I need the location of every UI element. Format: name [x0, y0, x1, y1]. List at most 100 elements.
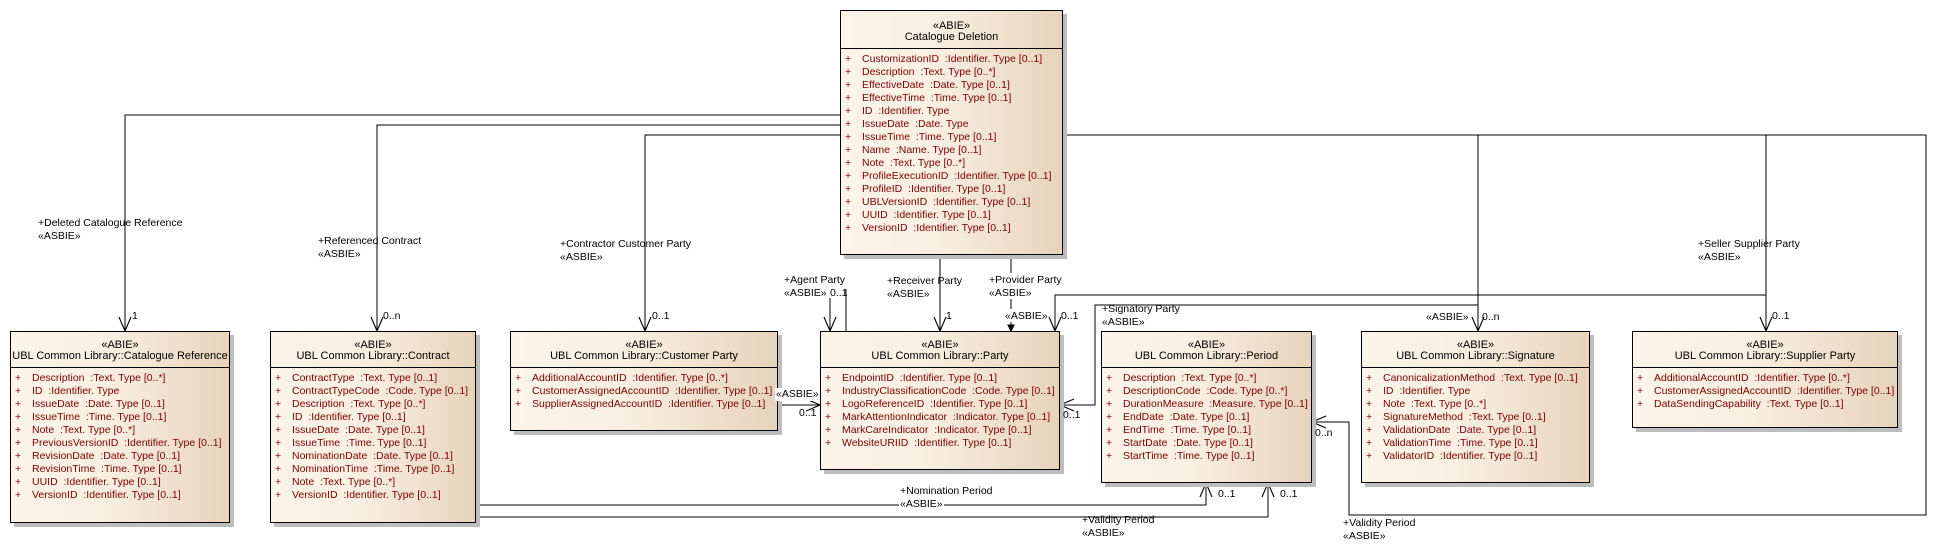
attribute-row[interactable]: +Note :Text. Type [0..*]	[271, 476, 475, 489]
connector-signature[interactable]	[1062, 134, 1485, 333]
attribute-row[interactable]: +PreviousVersionID :Identifier. Type [0.…	[11, 437, 229, 450]
attribute-row[interactable]: +VersionID :Identifier. Type [0..1]	[271, 489, 475, 502]
attribute-row[interactable]: +EndpointID :Identifier. Type [0..1]	[821, 372, 1059, 385]
attribute-row[interactable]: +MarkAttentionIndicator :Indicator. Type…	[821, 411, 1059, 424]
attribute-row[interactable]: +NominationDate :Date. Type [0..1]	[271, 450, 475, 463]
attribute-row[interactable]: +ValidatorID :Identifier. Type [0..1]	[1362, 450, 1589, 463]
class-catalogue-deletion[interactable]: «ABIE» Catalogue Deletion +Customization…	[840, 10, 1063, 255]
attribute-row[interactable]: +ID :Identifier. Type	[11, 385, 229, 398]
attribute-row[interactable]: +IssueDate :Date. Type [0..1]	[11, 398, 229, 411]
attribute-row[interactable]: +SupplierAssignedAccountID :Identifier. …	[511, 398, 777, 411]
connector-contract-validity-period[interactable]	[476, 481, 1275, 518]
attribute-row[interactable]: +Note :Text. Type [0..*]	[1362, 398, 1589, 411]
attribute-row[interactable]: +CustomerAssignedAccountID :Identifier. …	[1633, 385, 1897, 398]
attribute-row[interactable]: +IssueTime :Time. Type [0..1]	[841, 131, 1062, 144]
attribute-signature: IssueTime :Time. Type [0..1]	[292, 437, 427, 449]
attribute-row[interactable]: +IndustryClassificationCode :Code. Type …	[821, 385, 1059, 398]
class-customer-party[interactable]: «ABIE» UBL Common Library::Customer Part…	[510, 331, 778, 431]
attribute-row[interactable]: +IssueTime :Time. Type [0..1]	[271, 437, 475, 450]
public-visibility-icon: +	[275, 411, 282, 423]
public-visibility-icon: +	[1366, 372, 1373, 384]
class-signature[interactable]: «ABIE» UBL Common Library::Signature +Ca…	[1361, 331, 1590, 483]
attribute-row[interactable]: +CanonicalizationMethod :Text. Type [0..…	[1362, 372, 1589, 385]
attribute-row[interactable]: +SignatureMethod :Text. Type [0..1]	[1362, 411, 1589, 424]
attribute-row[interactable]: +Description :Text. Type [0..*]	[11, 372, 229, 385]
attribute-row[interactable]: +IssueDate :Date. Type	[841, 118, 1062, 131]
attribute-row[interactable]: +EndDate :Date. Type [0..1]	[1102, 411, 1311, 424]
connector-deleted-catalogue-reference[interactable]	[118, 114, 840, 333]
class-stereotype: «ABIE»	[932, 20, 971, 32]
attribute-row[interactable]: +Description :Text. Type [0..*]	[841, 66, 1062, 79]
attribute-signature: VersionID :Identifier. Type [0..1]	[292, 489, 441, 501]
attribute-row[interactable]: +CustomizationID :Identifier. Type [0..1…	[841, 53, 1062, 66]
attribute-row[interactable]: +StartDate :Date. Type [0..1]	[1102, 437, 1311, 450]
attribute-row[interactable]: +UUID :Identifier. Type [0..1]	[841, 209, 1062, 222]
attribute-row[interactable]: +ProfileExecutionID :Identifier. Type [0…	[841, 170, 1062, 183]
connector-contract-nomination-period[interactable]	[476, 481, 1213, 506]
class-period[interactable]: «ABIE» UBL Common Library::Period +Descr…	[1101, 331, 1312, 483]
attribute-row[interactable]: +ProfileID :Identifier. Type [0..1]	[841, 183, 1062, 196]
public-visibility-icon: +	[15, 437, 22, 449]
attribute-row[interactable]: +Note :Text. Type [0..*]	[841, 157, 1062, 170]
attribute-row[interactable]: +ContractType :Text. Type [0..1]	[271, 372, 475, 385]
connector-contractor-customer-party[interactable]	[638, 134, 840, 333]
attribute-row[interactable]: +DurationMeasure :Measure. Type [0..1]	[1102, 398, 1311, 411]
attribute-row[interactable]: +IssueTime :Time. Type [0..1]	[11, 411, 229, 424]
attribute-row[interactable]: +ID :Identifier. Type	[1362, 385, 1589, 398]
attribute-row[interactable]: +ValidationDate :Date. Type [0..1]	[1362, 424, 1589, 437]
attribute-row[interactable]: +ValidationTime :Time. Type [0..1]	[1362, 437, 1589, 450]
attribute-row[interactable]: +WebsiteURIID :Identifier. Type [0..1]	[821, 437, 1059, 450]
attribute-row[interactable]: +Description :Text. Type [0..*]	[271, 398, 475, 411]
class-contract[interactable]: «ABIE» UBL Common Library::Contract +Con…	[270, 331, 476, 523]
connector-provider-party[interactable]	[1007, 254, 1015, 333]
attribute-row[interactable]: +StartTime :Time. Type [0..1]	[1102, 450, 1311, 463]
public-visibility-icon: +	[845, 79, 852, 91]
attribute-row[interactable]: + ID :Identifier. Type [0..1]	[271, 411, 475, 424]
attribute-row[interactable]: +ID :Identifier. Type	[841, 105, 1062, 118]
attribute-row[interactable]: +CustomerAssignedAccountID :Identifier. …	[511, 385, 777, 398]
attribute-row[interactable]: +MarkCareIndicator :Indicator. Type [0..…	[821, 424, 1059, 437]
attribute-row[interactable]: +RevisionDate :Date. Type [0..1]	[11, 450, 229, 463]
connector-stereotype-label: «ASBIE»	[318, 248, 361, 260]
attribute-signature: StartTime :Time. Type [0..1]	[1123, 450, 1255, 462]
connector-seller-supplier-party[interactable]	[1062, 134, 1773, 333]
attribute-signature: ID :Identifier. Type	[1383, 385, 1471, 397]
attribute-row[interactable]: +NominationTime :Time. Type [0..1]	[271, 463, 475, 476]
attribute-row[interactable]: +VersionID :Identifier. Type [0..1]	[11, 489, 229, 502]
attribute-row[interactable]: +EndTime :Time. Type [0..1]	[1102, 424, 1311, 437]
attribute-signature: SignatureMethod :Text. Type [0..1]	[1383, 411, 1546, 423]
public-visibility-icon: +	[275, 476, 282, 488]
attribute-row[interactable]: +ContractTypeCode :Code. Type [0..1]	[271, 385, 475, 398]
connector-receiver-party[interactable]	[933, 254, 947, 333]
attribute-signature: ID :Identifier. Type [0..1]	[292, 411, 406, 423]
connector-referenced-contract[interactable]	[370, 124, 840, 333]
public-visibility-icon: +	[845, 157, 852, 169]
attribute-signature: ValidationTime :Time. Type [0..1]	[1383, 437, 1538, 449]
attribute-row[interactable]: +UBLVersionID :Identifier. Type [0..1]	[841, 196, 1062, 209]
attribute-row[interactable]: +UUID :Identifier. Type [0..1]	[11, 476, 229, 489]
attribute-row[interactable]: +VersionID :Identifier. Type [0..1]	[841, 222, 1062, 235]
connector-role-label: +Agent Party	[784, 274, 845, 286]
connector-role-label: +Validity Period	[1343, 517, 1416, 529]
attribute-row[interactable]: +Description :Text. Type [0..*]	[1102, 372, 1311, 385]
attribute-row[interactable]: +DataSendingCapability :Text. Type [0..1…	[1633, 398, 1897, 411]
attribute-row[interactable]: +Name :Name. Type [0..1]	[841, 144, 1062, 157]
attribute-row[interactable]: +DescriptionCode :Code. Type [0..*]	[1102, 385, 1311, 398]
attribute-row[interactable]: +EffectiveTime :Time. Type [0..1]	[841, 92, 1062, 105]
attribute-row[interactable]: +IssueDate :Date. Type [0..1]	[271, 424, 475, 437]
attribute-row[interactable]: +LogoReferenceID :Identifier. Type [0..1…	[821, 398, 1059, 411]
attribute-signature: ContractTypeCode :Code. Type [0..1]	[292, 385, 469, 397]
attribute-row[interactable]: +Note :Text. Type [0..*]	[11, 424, 229, 437]
connector-signatory-party[interactable]	[1058, 304, 1478, 412]
attribute-signature: AdditionalAccountID :Identifier. Type [0…	[532, 372, 728, 384]
attribute-row[interactable]: +AdditionalAccountID :Identifier. Type […	[511, 372, 777, 385]
class-party[interactable]: «ABIE» UBL Common Library::Party +Endpoi…	[820, 331, 1060, 470]
class-supplier-party[interactable]: «ABIE» UBL Common Library::Supplier Part…	[1632, 331, 1898, 428]
attribute-row[interactable]: +AdditionalAccountID :Identifier. Type […	[1633, 372, 1897, 385]
public-visibility-icon: +	[1366, 450, 1373, 462]
attribute-row[interactable]: +RevisionTime :Time. Type [0..1]	[11, 463, 229, 476]
class-catalogue-reference[interactable]: «ABIE» UBL Common Library::Catalogue Ref…	[10, 331, 230, 523]
attribute-row[interactable]: +EffectiveDate :Date. Type [0..1]	[841, 79, 1062, 92]
connector-validity-period[interactable]	[1062, 134, 1927, 516]
